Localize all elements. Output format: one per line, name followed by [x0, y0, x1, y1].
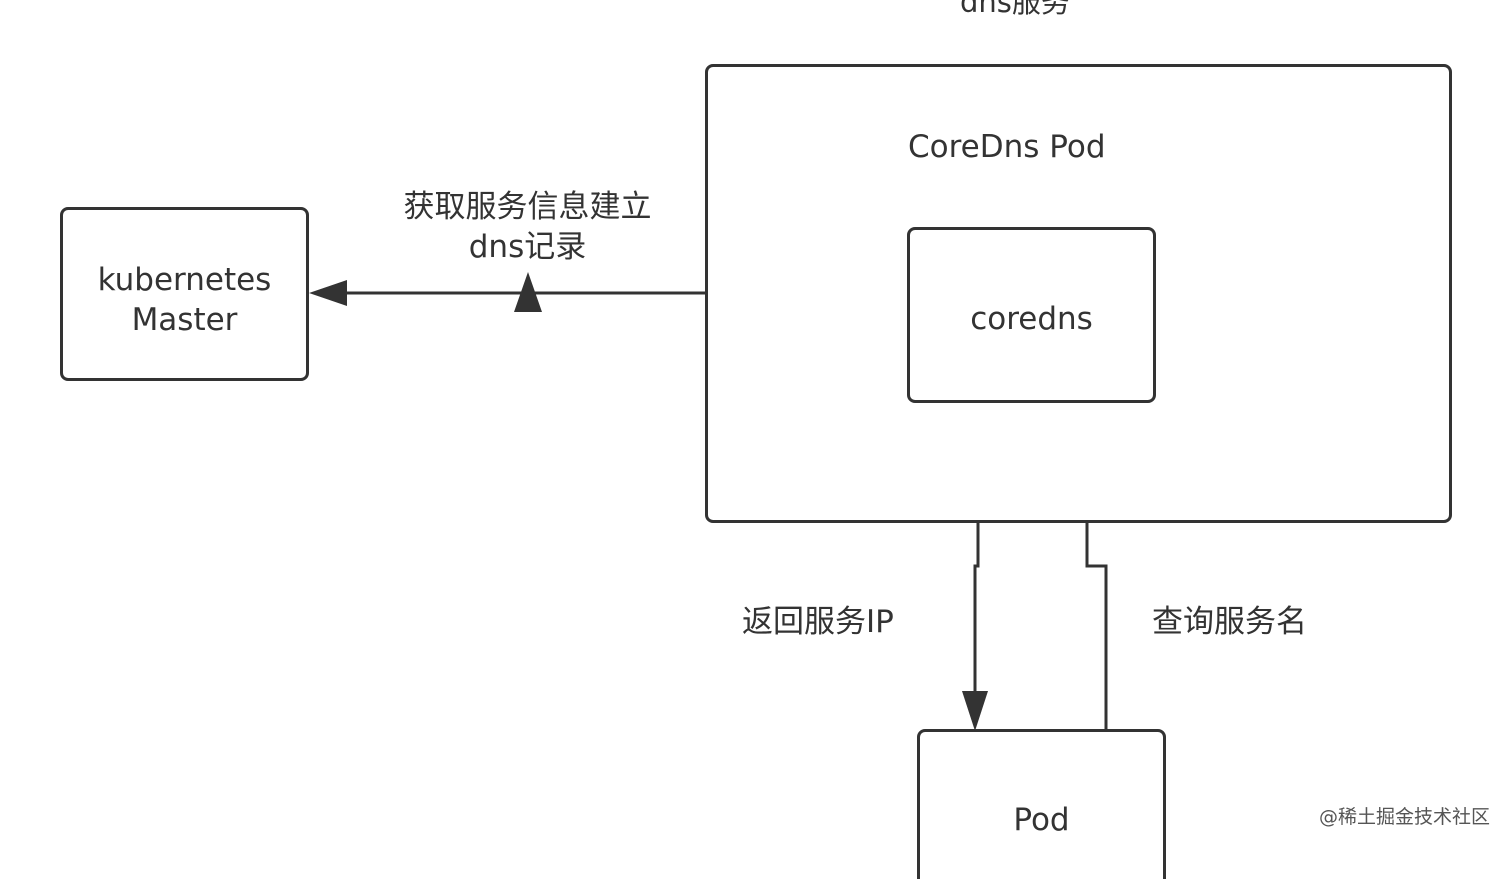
- dns-architecture-diagram: dns服务 kubernetes Master CoreDns Pod core…: [60, 0, 1490, 879]
- edge-return-label: 返回服务IP: [742, 604, 894, 640]
- edge-fetch-label: 获取服务信息建立 dns记录: [395, 187, 660, 267]
- arrow-mid-marker: [514, 272, 542, 312]
- coredns-pod-title: CoreDns Pod: [908, 129, 1106, 165]
- kubernetes-master-label: kubernetes Master: [97, 262, 272, 338]
- arrow-to-pod: [962, 691, 988, 731]
- pod-node: Pod: [917, 729, 1166, 879]
- coredns-label: coredns: [970, 301, 1093, 337]
- arrow-to-master: [309, 280, 347, 306]
- coredns-node: coredns: [907, 227, 1156, 403]
- watermark-text: @稀土掘金技术社区: [1318, 806, 1490, 828]
- pod-label: Pod: [1013, 802, 1070, 838]
- kubernetes-master-node: kubernetes Master: [60, 207, 309, 381]
- top-label: dns服务: [960, 0, 1070, 19]
- edge-query-label: 查询服务名: [1152, 604, 1307, 640]
